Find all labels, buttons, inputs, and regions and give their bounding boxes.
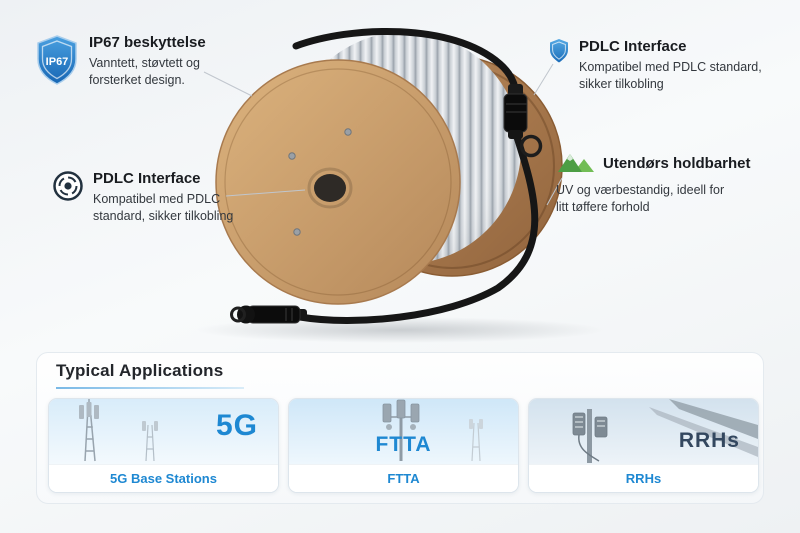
ip67-badge-text: IP67 [46,56,69,68]
callout-pdlc-right-title: PDLC Interface [579,38,687,55]
callout-pdlc-left-line1: Kompatibel med PDLC [93,191,221,206]
connector-cap-ring [230,306,246,323]
front-flange-rim [224,68,452,296]
callout-ip67-title: IP67 beskyttelse [89,34,206,51]
spool-hole [314,174,346,202]
flange-screws [288,128,352,236]
card-caption-rrhs: RRHs [529,464,758,492]
leader-line-outdoor [546,177,563,206]
connector-ring [519,134,543,158]
application-card-rrhs: RRHs RRHs [528,398,759,493]
pdlc-connector-right [503,84,543,158]
connector-port-icon [52,170,84,224]
card-image-rrhs: RRHs [529,399,758,464]
ground-shadow [195,317,605,343]
cable-bottom-run [296,130,539,324]
pdlc-connector-bottom [230,305,307,324]
rrh-equipment-icon [572,399,758,463]
ip67-shield-badge-icon: IP67 [34,34,80,91]
callout-pdlc-right-line2: sikker tilkobling [579,76,664,91]
callout-pdlc-right-line1: Kompatibel med PDLC standard, [579,59,762,74]
mountains-icon [556,150,596,179]
card-image-5g: 5G [49,399,278,464]
cable-spool [215,32,563,305]
applications-heading: Typical Applications [56,361,224,380]
callout-pdlc-right: PDLC Interface Kompatibel med PDLC stand… [548,38,783,92]
callout-pdlc-left-line2: standard, sikker tilkobling [93,208,234,223]
card-caption-5g: 5G Base Stations [49,464,278,492]
card-overlay-label-ftta: FTTA [375,433,432,456]
shield-icon [548,38,570,92]
cable-top-run [292,28,519,92]
callout-ip67-line2: forsterket design. [89,72,185,87]
callout-outdoor: Utendørs holdbarhet UV og værbestandig, … [556,150,781,216]
callout-ip67: IP67 IP67 beskyttelse Vanntett, støvtett… [34,34,244,91]
callout-leader-lines [203,63,563,206]
callout-outdoor-line1: UV og værbestandig, ideell for [556,183,725,197]
product-illustration [195,28,605,343]
heading-underline [56,387,244,389]
cell-tower-icon [79,399,158,462]
callout-pdlc-left-title: PDLC Interface [93,170,201,187]
drop-cable [292,28,539,324]
leader-line-pdlc-left [225,189,306,197]
leader-line-ip67 [203,71,253,97]
spool-hole-ring [307,167,353,209]
card-image-ftta: FTTA [289,399,518,464]
application-card-ftta: FTTA FTTA [288,398,519,493]
card-overlay-label-rrhs: RRHs [678,429,740,452]
card-caption-ftta: FTTA [289,464,518,492]
ftta-tower-icon [382,399,483,462]
callout-ip67-line1: Vanntett, støvtett og [89,55,200,70]
application-card-5g: 5G 5G Base Stations [48,398,279,493]
callout-outdoor-line2: litt tøffere forhold [556,199,650,214]
leader-line-pdlc-right [533,63,554,96]
callout-outdoor-title: Utendørs holdbarhet [603,155,751,173]
card-overlay-label-5g: 5G [215,409,258,442]
callout-pdlc-left: PDLC Interface Kompatibel med PDLC stand… [52,170,267,224]
